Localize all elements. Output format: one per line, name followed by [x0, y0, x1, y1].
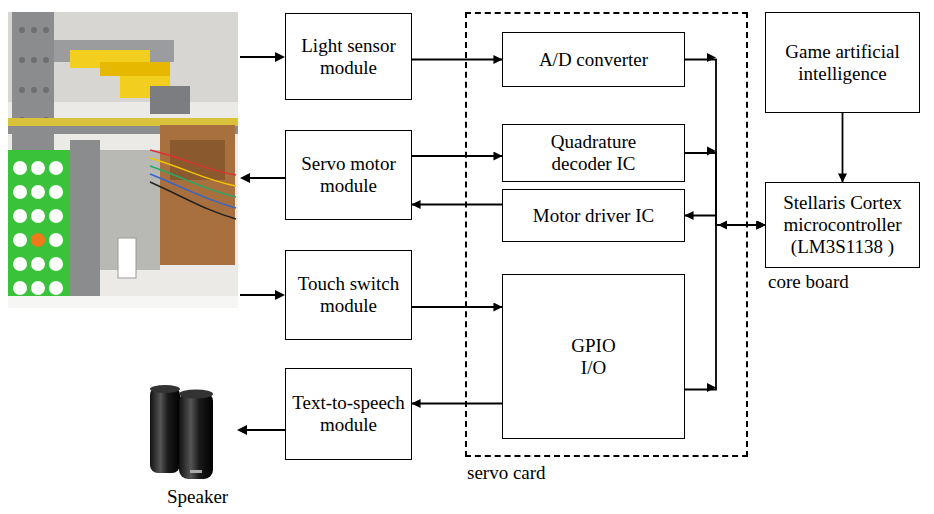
module-box: Light sensor module — [285, 13, 412, 100]
box-label: Stellaris Cortex microcontroller (LM3S11… — [770, 192, 915, 258]
connector-arrow — [412, 59, 502, 61]
connector-arrow — [412, 403, 502, 405]
connector-arrow — [412, 204, 502, 206]
box-label: Motor driver IC — [533, 205, 654, 227]
speaker-picture — [150, 385, 213, 479]
box-label: GPIO I/O — [564, 335, 624, 379]
connector-arrow — [412, 306, 502, 308]
bus-arrowheads — [707, 53, 727, 392]
ic-box: Quadrature decoder IC — [502, 124, 685, 182]
io-box: GPIO I/O — [502, 274, 685, 439]
module-box: Text-to-speech module — [285, 368, 412, 460]
connector-arrow — [685, 216, 765, 226]
card-region: servo cardA/D converterQuadrature decode… — [465, 12, 748, 457]
connector-arrow — [685, 153, 765, 225]
module-box: Touch switch module — [285, 250, 412, 340]
box-label: Game artificial intelligence — [770, 41, 915, 85]
box-label: Text-to-speech module — [290, 392, 408, 436]
picture-label: Speaker — [167, 486, 228, 508]
box-label: Quadrature decoder IC — [529, 131, 659, 175]
picture-arrows — [237, 52, 285, 435]
software-box: Game artificial intelligence — [765, 12, 920, 113]
connector-arrow — [685, 60, 765, 226]
ic-box: A/D converter — [502, 32, 685, 87]
ic-box: Motor driver IC — [502, 189, 685, 242]
robot-photo — [8, 12, 238, 308]
region-caption: core board — [768, 271, 849, 293]
connector-arrow — [412, 155, 502, 157]
connector-arrow — [685, 225, 765, 390]
region-caption: servo card — [467, 462, 546, 484]
module-box: Servo motor module — [285, 130, 412, 220]
box-label: Light sensor module — [290, 35, 408, 79]
box-label: Touch switch module — [290, 273, 408, 317]
box-label: Servo motor module — [290, 153, 408, 197]
connector-arrow — [842, 113, 844, 182]
box-label: A/D converter — [539, 49, 648, 71]
core-board-box: Stellaris Cortex microcontroller (LM3S11… — [765, 182, 920, 268]
